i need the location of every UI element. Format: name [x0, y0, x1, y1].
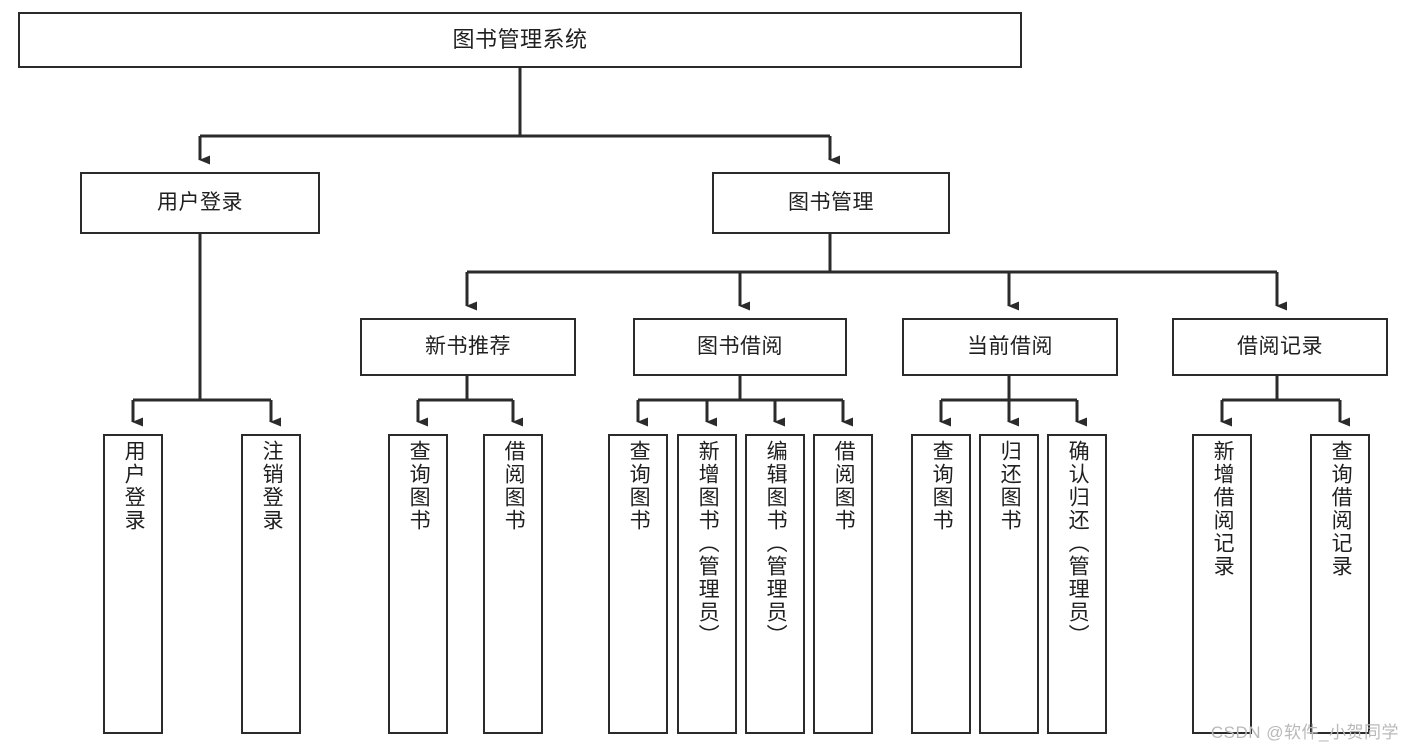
node-book-borrowing[interactable]: 图书借阅: [633, 318, 847, 376]
node-label-borrowing-record: 借阅记录: [1237, 335, 1323, 359]
node-leaf-user-login[interactable]: 用户登录: [103, 434, 163, 734]
node-leaf-edit-book-admin[interactable]: 编辑图书（管理员）: [745, 434, 805, 734]
node-leaf-query-book[interactable]: 查询图书: [608, 434, 668, 734]
node-leaf-logout[interactable]: 注销登录: [241, 434, 301, 734]
node-current-borrowing[interactable]: 当前借阅: [902, 318, 1118, 376]
watermark-text: CSDN @软件_小贺同学: [1210, 723, 1399, 742]
node-label-system-root: 图书管理系统: [452, 26, 588, 52]
node-label-leaf-logout: 注销登录: [260, 440, 284, 532]
node-label-user-login: 用户登录: [157, 191, 243, 215]
node-label-leaf-edit-book-admin: 编辑图书（管理员）: [764, 440, 788, 647]
node-leaf-query-book-rec[interactable]: 查询图书: [388, 434, 448, 734]
node-label-leaf-borrow-book: 借阅图书: [832, 440, 856, 532]
node-borrowing-record[interactable]: 借阅记录: [1172, 318, 1388, 376]
node-leaf-add-borrow-record[interactable]: 新增借阅记录: [1192, 434, 1252, 734]
node-new-book-recommendation[interactable]: 新书推荐: [360, 318, 576, 376]
node-label-leaf-add-borrow-record: 新增借阅记录: [1211, 440, 1235, 578]
node-user-login[interactable]: 用户登录: [80, 172, 320, 234]
node-system-root[interactable]: 图书管理系统: [18, 12, 1022, 68]
node-leaf-confirm-return-admin[interactable]: 确认归还（管理员）: [1047, 434, 1107, 734]
node-label-new-book-recommendation: 新书推荐: [425, 335, 511, 359]
node-label-leaf-confirm-return-admin: 确认归还（管理员）: [1066, 440, 1090, 647]
node-leaf-query-borrow-record[interactable]: 查询借阅记录: [1310, 434, 1370, 734]
node-leaf-add-book-admin[interactable]: 新增图书（管理员）: [677, 434, 737, 734]
node-label-leaf-borrow-book-rec: 借阅图书: [502, 440, 526, 532]
node-label-leaf-query-book-rec: 查询图书: [407, 440, 431, 532]
node-book-management[interactable]: 图书管理: [712, 172, 950, 234]
node-label-leaf-return-book: 归还图书: [998, 440, 1022, 532]
node-label-leaf-query-borrow-record: 查询借阅记录: [1329, 440, 1353, 578]
node-leaf-query-book-current[interactable]: 查询图书: [911, 434, 971, 734]
node-label-leaf-query-book-current: 查询图书: [930, 440, 954, 532]
node-label-current-borrowing: 当前借阅: [967, 335, 1053, 359]
node-label-leaf-query-book: 查询图书: [627, 440, 651, 532]
node-label-book-borrowing: 图书借阅: [697, 335, 783, 359]
node-label-book-management: 图书管理: [788, 191, 874, 215]
node-leaf-borrow-book-rec[interactable]: 借阅图书: [483, 434, 543, 734]
node-leaf-borrow-book[interactable]: 借阅图书: [813, 434, 873, 734]
node-leaf-return-book[interactable]: 归还图书: [979, 434, 1039, 734]
node-label-leaf-user-login: 用户登录: [122, 440, 146, 532]
node-label-leaf-add-book-admin: 新增图书（管理员）: [696, 440, 720, 647]
